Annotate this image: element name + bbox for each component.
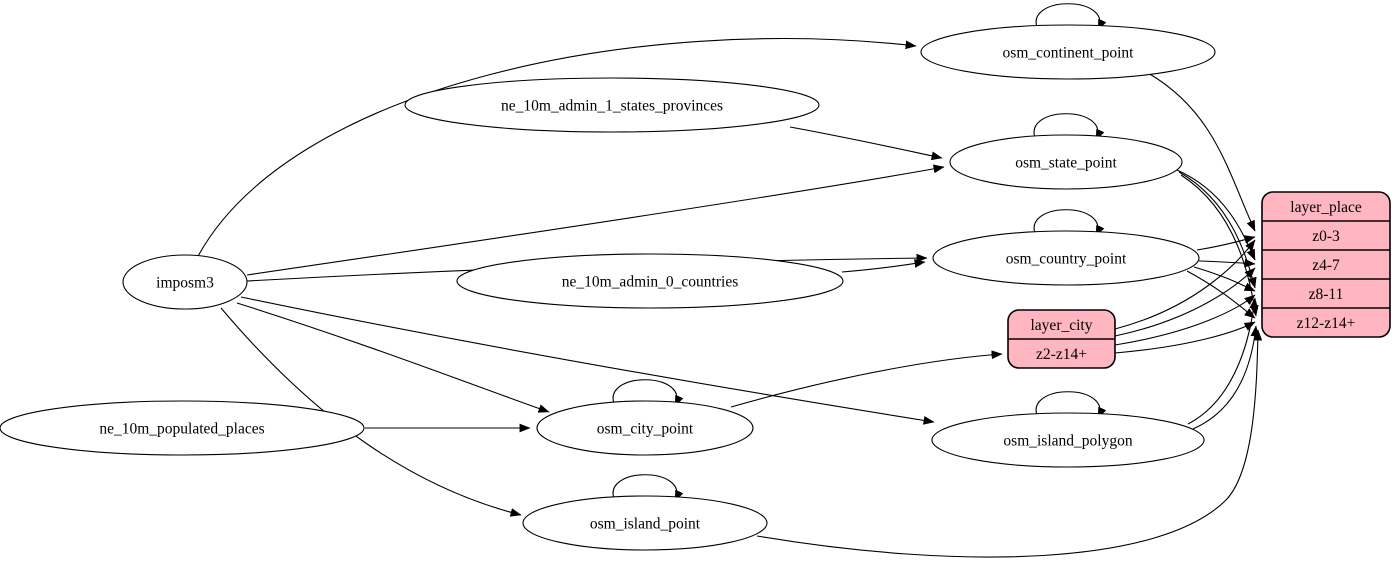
edge-osm_island_polygon-to-layer_place-z8-11	[1187, 297, 1259, 425]
node-ne_10m_admin_1_states_provinces: ne_10m_admin_1_states_provinces	[404, 77, 820, 133]
node-ne_10m_admin_0_countries: ne_10m_admin_0_countries	[456, 253, 844, 309]
node-layer_city: layer_city z2-z14+	[1007, 309, 1116, 369]
table-ellipse	[920, 24, 1216, 80]
table-ellipse	[522, 495, 768, 551]
edge-layer_city-to-layer_place-z12-z14+	[1114, 321, 1256, 354]
table-ellipse	[0, 400, 365, 456]
edge-ne_10m_admin_0_countries-to-osm_country_point	[841, 259, 926, 273]
record-row-label: z0-3	[1312, 228, 1340, 245]
edge-imposm3-to-osm_island_polygon	[240, 296, 935, 425]
edge-osm_country_point-to-layer_place-z4-7	[1198, 258, 1256, 268]
record-row-label: z4-7	[1312, 257, 1340, 274]
record-box	[1261, 191, 1391, 338]
table-ellipse	[949, 134, 1183, 190]
edge-osm_city_point-to-osm_city_point	[612, 379, 684, 407]
node-osm_island_point: osm_island_point	[522, 495, 768, 551]
edge-osm_continent_point-to-layer_place-z0-3	[1147, 72, 1256, 232]
edge-layer_city-to-layer_place-z0-3	[1114, 239, 1256, 330]
table-ellipse	[536, 400, 754, 456]
edge-osm_island_point-to-osm_island_point	[612, 474, 684, 502]
node-osm_island_polygon: osm_island_polygon	[931, 412, 1205, 468]
edge-ne_10m_admin_1_states_provinces-to-osm_state_point	[789, 126, 943, 161]
node-imposm3: imposm3	[122, 254, 248, 310]
table-ellipse	[404, 77, 820, 133]
edge-osm_state_point-to-layer_place-z8-11	[1178, 171, 1257, 289]
edge-osm_country_point-to-layer_place-z8-11	[1193, 266, 1256, 292]
edge-osm_city_point-to-layer_city-z2-z14+	[730, 350, 1003, 408]
table-label: osm_island_polygon	[1003, 433, 1132, 450]
edge-osm_island_polygon-to-osm_island_polygon	[1035, 391, 1107, 419]
table-ellipse	[456, 253, 844, 309]
node-ne_10m_populated_places: ne_10m_populated_places	[0, 400, 365, 456]
record-header-label: layer_place	[1290, 199, 1362, 216]
edge-imposm3-to-osm_continent_point	[196, 38, 917, 259]
table-label: osm_state_point	[1015, 155, 1117, 172]
record-header-label: layer_city	[1031, 317, 1093, 334]
node-osm_continent_point: osm_continent_point	[920, 24, 1216, 80]
node-layer_place: layer_place z0-3 z4-7 z8-11 z12-z14+	[1261, 191, 1391, 338]
record-row-label: z8-11	[1309, 286, 1344, 303]
table-ellipse	[931, 412, 1205, 468]
table-label: ne_10m_admin_0_countries	[562, 274, 739, 291]
edge-imposm3-to-osm_state_point	[246, 164, 945, 276]
table-label: ne_10m_admin_1_states_provinces	[501, 98, 723, 115]
edge-osm_country_point-to-layer_place-z0-3	[1196, 235, 1256, 251]
edge-osm_state_point-to-osm_state_point	[1033, 113, 1105, 141]
edge-osm_continent_point-to-osm_continent_point	[1035, 3, 1107, 31]
edge-layer_city-to-layer_place-z8-11	[1114, 294, 1256, 346]
edge-layer_city-to-layer_place-z4-7	[1114, 267, 1256, 337]
table-label: osm_city_point	[597, 421, 694, 438]
record-row-label: z2-z14+	[1036, 346, 1087, 363]
edge-osm_island_point-to-layer_place-z12-z14+	[756, 329, 1263, 558]
node-osm_state_point: osm_state_point	[949, 134, 1183, 190]
table-label: osm_country_point	[1006, 251, 1127, 268]
table-ellipse	[122, 254, 248, 310]
node-osm_city_point: osm_city_point	[536, 400, 754, 456]
edge-imposm3-to-osm_city_point	[236, 302, 550, 413]
edge-osm_country_point-to-osm_country_point	[1033, 209, 1105, 237]
table-label: ne_10m_populated_places	[99, 421, 264, 438]
table-ellipse	[932, 230, 1200, 286]
table-label: osm_continent_point	[1003, 45, 1135, 62]
edges-layer	[196, 3, 1263, 558]
table-label: osm_island_point	[590, 516, 701, 533]
edge-imposm3-to-osm_island_point	[220, 307, 522, 517]
record-row-label: z12-z14+	[1297, 315, 1356, 332]
node-osm_country_point: osm_country_point	[932, 230, 1200, 286]
nodes-layer: imposm3 ne_10m_admin_1_states_provincesne…	[0, 24, 1391, 551]
table-label: imposm3	[156, 275, 214, 292]
